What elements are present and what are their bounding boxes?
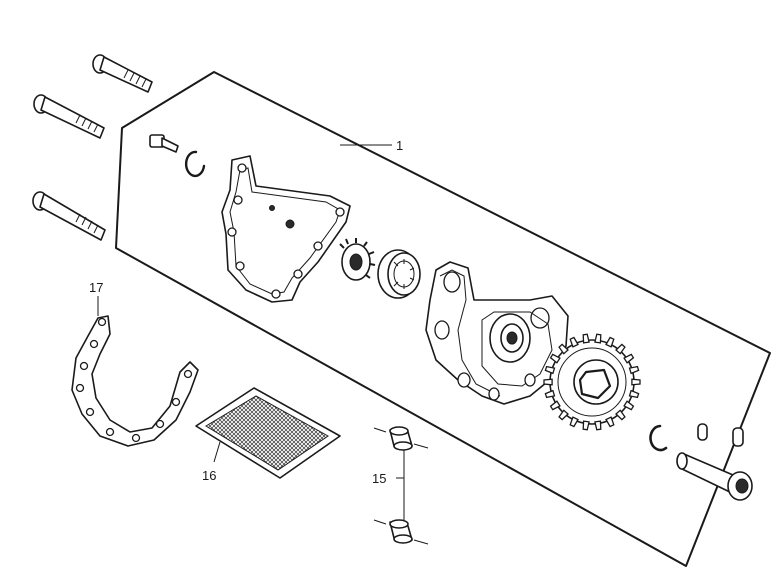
strainer-screen-part-16 — [195, 387, 341, 479]
callout-15: 15 — [372, 471, 386, 486]
gear-tooth — [544, 389, 556, 399]
gear-tooth — [558, 343, 569, 355]
dowel-pin-b — [732, 427, 744, 447]
gear-tooth — [549, 400, 561, 411]
gasket-part-17 — [71, 315, 199, 447]
gear-tooth — [558, 409, 569, 421]
leader-bracket-15 — [396, 450, 405, 520]
dowel-pin-a — [697, 423, 708, 441]
gear-tooth — [623, 353, 635, 364]
bolt-2 — [33, 94, 105, 139]
gear-tooth — [582, 420, 590, 431]
gear-tooth — [615, 409, 626, 421]
gear-tooth — [569, 336, 579, 348]
dowel-pin-part-15-upper — [373, 426, 429, 451]
gear-tooth — [594, 333, 602, 344]
callout-16: 16 — [202, 468, 216, 483]
bolt-3 — [32, 191, 106, 241]
pump-cover-plate — [221, 155, 351, 303]
small-screw — [149, 134, 179, 153]
pump-body — [425, 261, 569, 405]
bolt-1 — [92, 54, 153, 93]
gear-tooth — [628, 389, 640, 399]
gear-tooth — [605, 336, 615, 348]
gear-tooth — [615, 343, 626, 355]
gear-tooth — [582, 333, 590, 344]
callout-1: 1 — [396, 138, 403, 153]
gear-tooth — [594, 420, 602, 431]
gear-tooth — [543, 378, 553, 386]
gear-tooth — [605, 416, 615, 428]
callout-17: 17 — [89, 280, 103, 295]
gear-tooth — [544, 365, 556, 375]
gear-tooth — [631, 378, 641, 386]
outer-rotor — [377, 249, 421, 299]
gear-tooth — [569, 416, 579, 428]
leader-line-16 — [213, 441, 221, 463]
retaining-clip — [184, 150, 206, 178]
gear-tooth — [628, 365, 640, 375]
drive-gear — [543, 333, 641, 431]
pump-shaft — [676, 452, 753, 501]
e-clip — [649, 424, 668, 452]
gear-tooth — [623, 400, 635, 411]
gear-tooth — [549, 353, 561, 364]
dowel-pin-part-15-lower — [373, 519, 429, 545]
inner-rotor — [339, 238, 376, 281]
